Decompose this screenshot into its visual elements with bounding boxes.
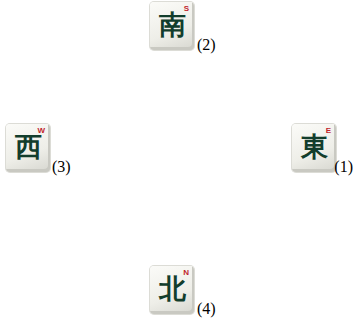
direction-letter: S	[184, 4, 189, 13]
mahjong-tile: 南S	[150, 2, 194, 50]
callout-number: (1)	[334, 158, 353, 176]
wind-character: 西	[6, 131, 50, 163]
direction-letter: N	[183, 268, 189, 277]
callout-number: (3)	[52, 158, 71, 176]
wind-character: 南	[150, 9, 194, 41]
callout-number: (4)	[197, 300, 216, 318]
direction-letter: E	[326, 126, 331, 135]
wind-character: 北	[150, 273, 194, 305]
mahjong-tile: 東E	[292, 124, 336, 172]
mahjong-tile: 北N	[150, 266, 194, 314]
mahjong-tile: 西W	[6, 124, 50, 172]
direction-letter: W	[37, 126, 45, 135]
wind-character: 東	[292, 131, 336, 163]
callout-number: (2)	[197, 36, 216, 54]
